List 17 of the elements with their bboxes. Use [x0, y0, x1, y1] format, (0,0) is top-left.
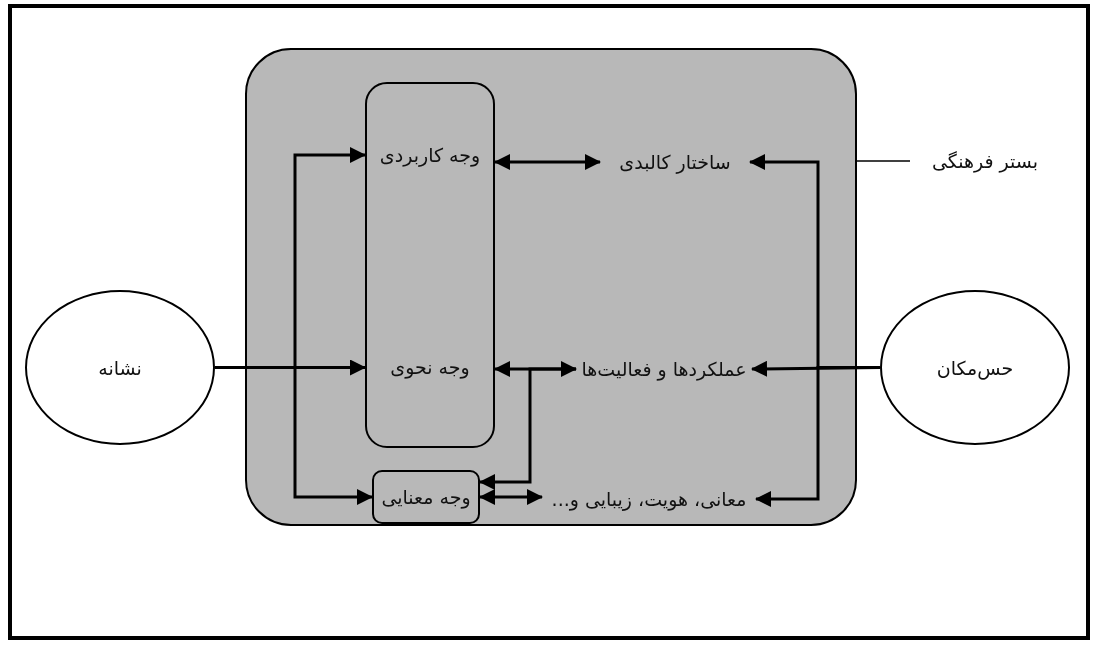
box-label: نشانه: [98, 356, 142, 379]
arrow: [479, 367, 576, 490]
leader-line: [856, 160, 911, 162]
aspect-box: [372, 470, 480, 524]
node-label: عملکردها و فعالیت‌ها: [576, 353, 752, 385]
box-label: وجه نحوی: [389, 356, 471, 378]
arrow: [479, 489, 543, 505]
box-label: حس‌مکان: [936, 356, 1014, 379]
node-label: معانی، هویت، زیبایی و...: [542, 483, 756, 515]
node-label: ساختار کالبدی: [600, 146, 750, 178]
context-panel: [245, 48, 857, 526]
aspect-box: [365, 82, 495, 448]
arrow: [494, 361, 577, 377]
arrow: [494, 154, 601, 170]
node-label: بستر فرهنگی: [910, 144, 1060, 178]
box-label: وجه معنایی: [381, 486, 471, 508]
box-label: وجه کاربردی: [378, 144, 482, 166]
